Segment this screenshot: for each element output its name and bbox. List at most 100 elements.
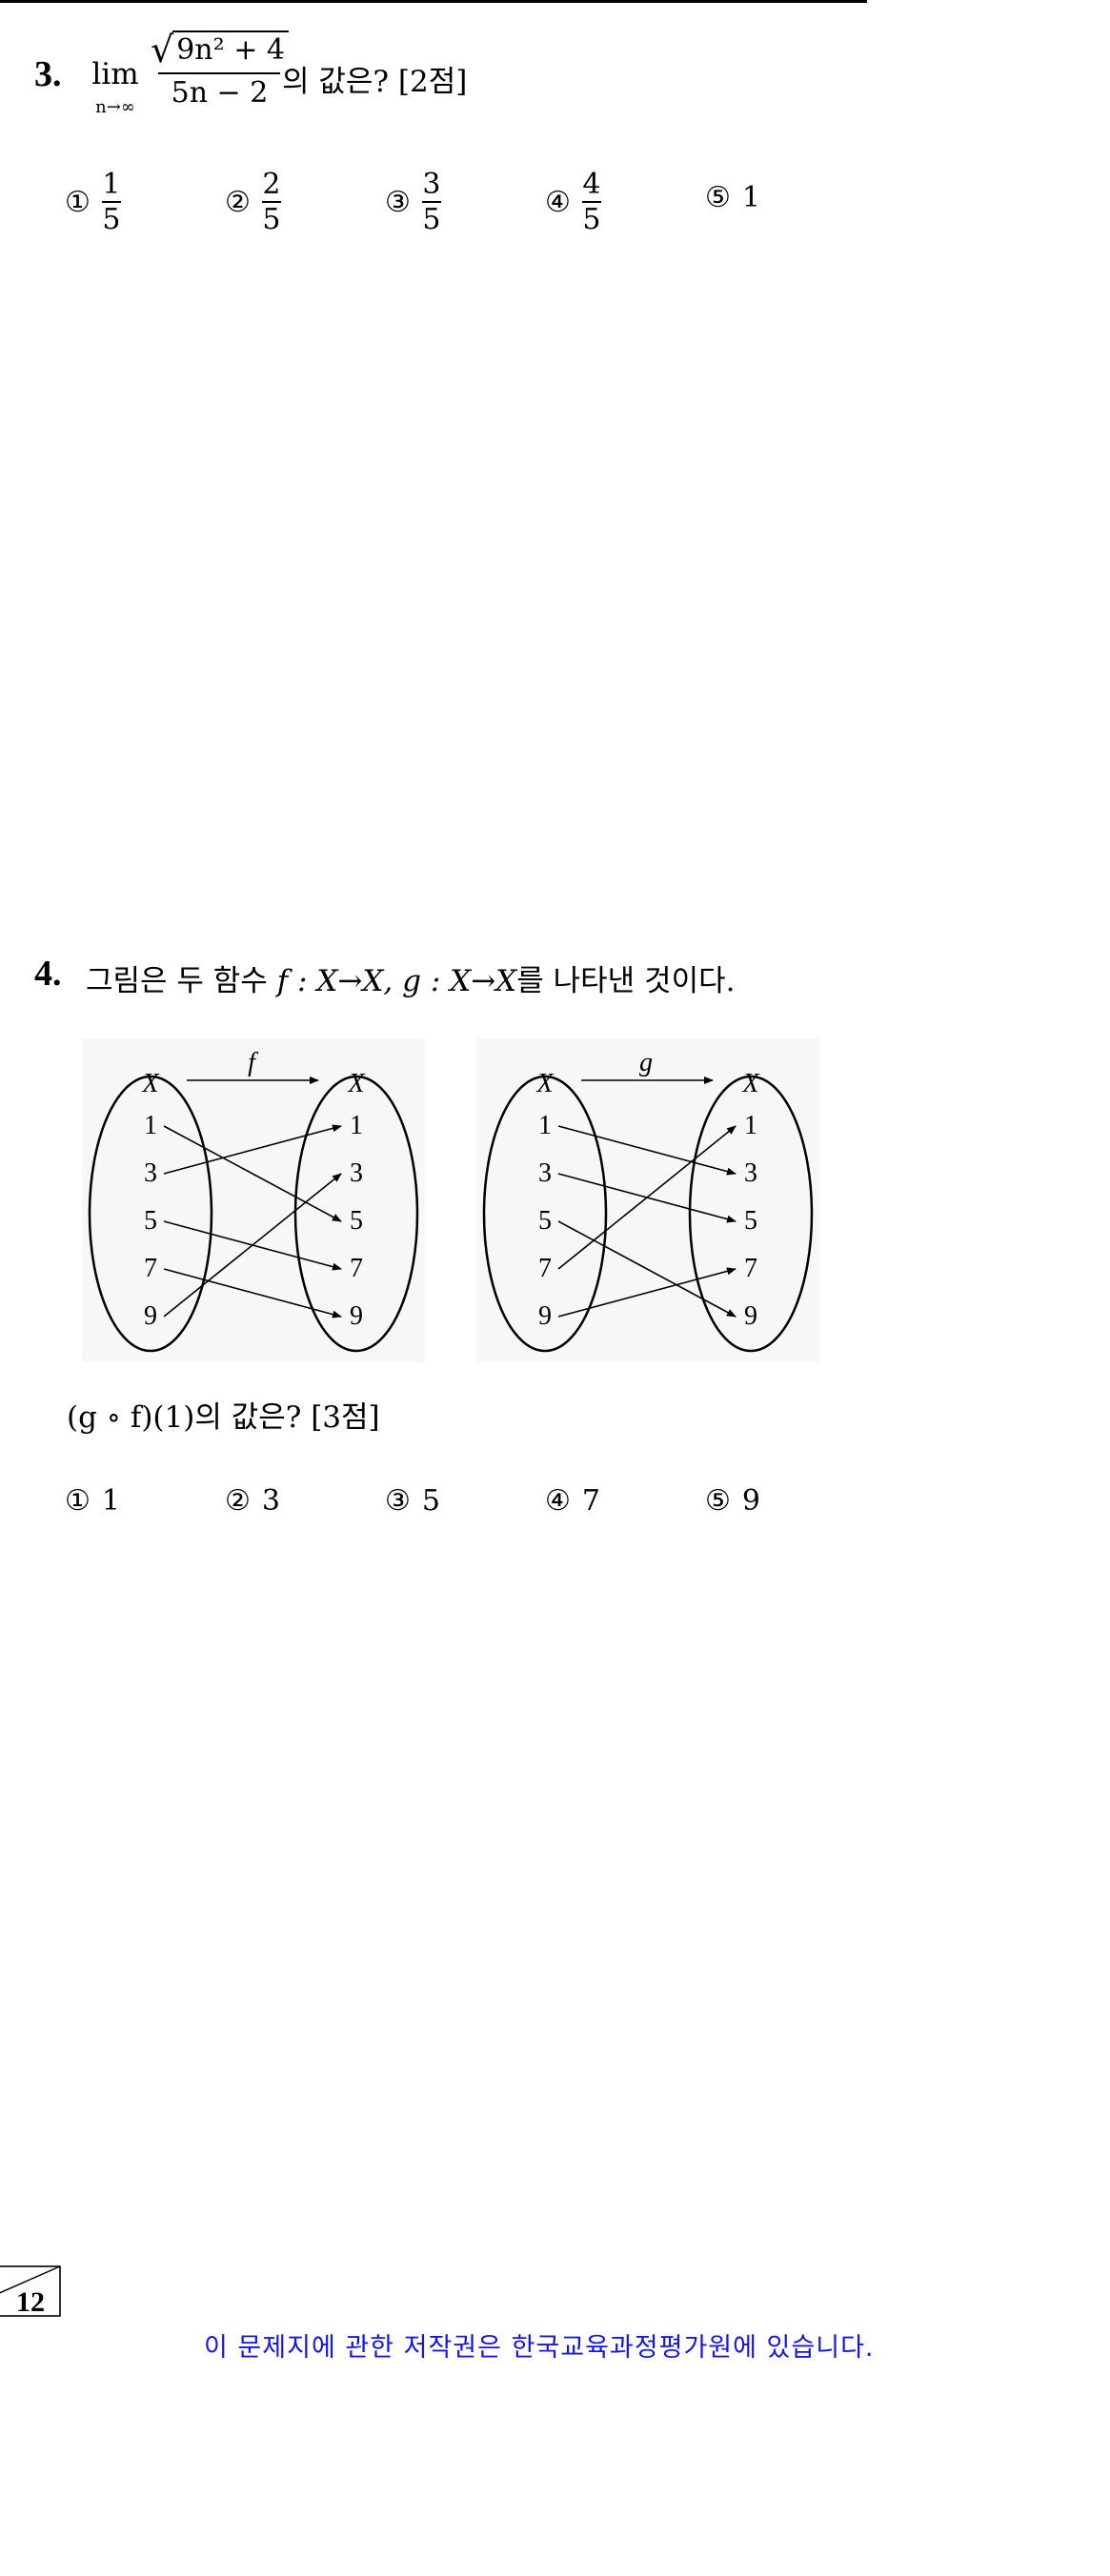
limit-fraction: √ 9n² + 4 5n − 2 (151, 30, 289, 112)
frac-num: 4 (582, 168, 601, 201)
codomain-elements: 1 3 5 7 9 (744, 1111, 757, 1331)
codomain-element: 7 (744, 1254, 757, 1283)
mapping-arrow-3-to-1 (163, 1124, 342, 1175)
limit-operator: lim n→∞ (86, 57, 145, 117)
codomain-elements: 1 3 5 7 9 (350, 1111, 363, 1331)
domain-element: 7 (538, 1254, 552, 1283)
question-number: 4. (34, 954, 62, 994)
mapping-arrows (557, 1125, 737, 1318)
frac-num: 1 (102, 168, 121, 201)
choice-3[interactable]: ③ 3 5 (385, 168, 441, 236)
choice-1[interactable]: ① 1 (65, 1484, 120, 1518)
choice-mark: ① (65, 185, 91, 219)
codomain-element: 5 (744, 1206, 757, 1236)
domain-element: 3 (538, 1158, 552, 1188)
codomain-element: 9 (744, 1301, 757, 1331)
codomain-element: 3 (744, 1158, 757, 1188)
diagram-background (476, 1038, 819, 1362)
choice-value: 1 (101, 1484, 120, 1518)
mapping-arrow-7-to-1 (557, 1125, 737, 1270)
copyright-notice: 이 문제지에 관한 저작권은 한국교육과정평가원에 있습니다. (204, 2333, 875, 2363)
function-label: g (639, 1048, 653, 1077)
choice-mark: ③ (385, 1484, 411, 1518)
choice-value: 7 (581, 1484, 600, 1518)
domain-elements: 1 3 5 7 9 (538, 1111, 552, 1331)
choice-mark: ⑤ (705, 181, 731, 214)
mapping-arrow-1-to-3 (557, 1125, 737, 1176)
codomain-set-label: X (741, 1069, 759, 1098)
question-4-prompt: 그림은 두 함수 f : X→X, g : X→X를 나타낸 것이다. (86, 956, 735, 999)
radicand: 9n² + 4 (172, 30, 289, 69)
codomain-element: 9 (350, 1301, 363, 1331)
lim-subscript: n→∞ (95, 97, 135, 117)
domain-element: 5 (538, 1206, 552, 1236)
domain-set (482, 1075, 608, 1353)
frac-den: 5 (422, 203, 441, 236)
page-box-border (0, 2265, 61, 2317)
mapping-arrow-1-to-5 (163, 1125, 342, 1222)
frac-num: 2 (262, 168, 281, 201)
domain-set-label: X (141, 1069, 159, 1098)
domain-elements: 1 3 5 7 9 (144, 1111, 157, 1331)
choice-5[interactable]: ⑤ 1 (705, 181, 760, 214)
codomain-element: 3 (350, 1158, 363, 1188)
domain-element: 9 (144, 1301, 157, 1331)
codomain-element: 1 (744, 1111, 757, 1140)
choice-2[interactable]: ② 3 (225, 1484, 280, 1518)
denominator: 5n − 2 (171, 76, 269, 110)
domain-set (88, 1075, 213, 1353)
codomain-set (293, 1075, 419, 1353)
choice-4[interactable]: ④ 4 5 (545, 168, 601, 236)
domain-element: 5 (144, 1206, 157, 1236)
mapping-arrow-9-to-3 (163, 1173, 342, 1318)
domain-element: 1 (144, 1111, 157, 1140)
choice-mark: ④ (545, 1484, 571, 1518)
choice-fraction: 3 5 (421, 168, 441, 236)
sqrt-symbol: √ (151, 29, 174, 70)
mapping-arrow-5-to-9 (557, 1220, 737, 1318)
domain-element: 9 (538, 1301, 552, 1331)
mapping-arrow-7-to-9 (163, 1268, 342, 1318)
choice-mark: ① (65, 1484, 91, 1518)
frac-den: 5 (582, 203, 601, 236)
choice-5[interactable]: ⑤ 9 (705, 1484, 760, 1518)
page-number-box: 12 (0, 2265, 61, 2317)
choice-value: 3 (261, 1484, 280, 1518)
mapping-arrows (163, 1124, 342, 1318)
domain-element: 1 (538, 1111, 552, 1140)
prompt-f: f : X→X, (276, 964, 394, 998)
choice-fraction: 2 5 (261, 168, 281, 236)
choice-1[interactable]: ① 1 5 (65, 168, 121, 236)
prompt-g: g : X→X (402, 964, 517, 998)
page-box-diagonal (0, 2265, 61, 2294)
choice-mark: ② (225, 185, 251, 219)
codomain-set-label: X (347, 1069, 365, 1098)
codomain-element: 5 (350, 1206, 363, 1236)
prompt-part-a: 그림은 두 함수 (86, 964, 268, 998)
codomain-element: 7 (350, 1254, 363, 1283)
mapping-arrow-9-to-7 (557, 1267, 737, 1318)
frac-den: 5 (102, 203, 121, 236)
choice-3[interactable]: ③ 5 (385, 1484, 440, 1518)
choice-mark: ⑤ (705, 1484, 731, 1518)
question-3-suffix: 의 값은? [2점] (282, 65, 468, 99)
choice-value: 5 (421, 1484, 440, 1518)
choice-mark: ④ (545, 185, 571, 219)
domain-element: 7 (144, 1254, 157, 1283)
mapping-diagram-f: f X X 1 3 5 7 9 1 3 5 7 9 (82, 1038, 425, 1362)
domain-element: 3 (144, 1158, 157, 1188)
choice-fraction: 4 5 (581, 168, 601, 236)
codomain-element: 1 (350, 1111, 363, 1140)
choice-4[interactable]: ④ 7 (545, 1484, 600, 1518)
choice-value: 9 (741, 1484, 760, 1518)
mapping-diagram-g: g X X 1 3 5 7 9 1 3 5 7 9 (476, 1038, 819, 1362)
choice-2[interactable]: ② 2 5 (225, 168, 281, 236)
question-number: 3. (34, 54, 62, 94)
page-number: 12 (16, 2286, 45, 2317)
codomain-set (688, 1075, 814, 1353)
diagram-background (82, 1038, 425, 1362)
numerator: √ 9n² + 4 (151, 30, 289, 72)
choice-value: 1 (741, 181, 760, 214)
choice-mark: ② (225, 1484, 251, 1518)
domain-set-label: X (535, 1069, 554, 1098)
